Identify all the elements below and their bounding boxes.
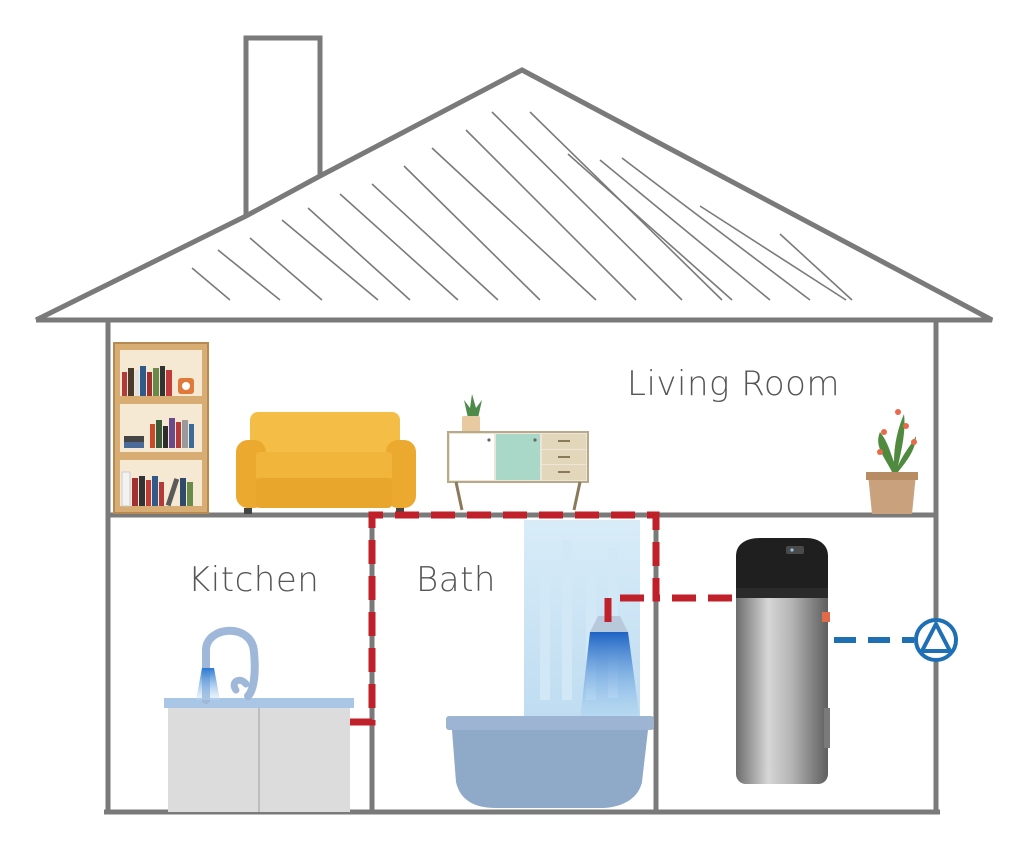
hot-water-pipe xyxy=(350,511,736,726)
flower-pot-icon xyxy=(866,409,918,514)
heat-pump-water-heater xyxy=(736,538,830,784)
kitchen-label: Kitchen xyxy=(188,560,320,600)
roof-hatching xyxy=(191,111,853,301)
bathtub xyxy=(446,716,654,808)
sideboard xyxy=(447,394,589,511)
shower-head-icon xyxy=(590,616,628,632)
roof xyxy=(34,35,994,323)
kitchen-counter xyxy=(164,626,354,812)
small-plant-icon xyxy=(462,394,482,432)
living-room-label: Living Room xyxy=(627,364,841,404)
kitchen-faucet-icon xyxy=(202,626,259,704)
shower xyxy=(524,520,640,720)
bookshelf xyxy=(113,342,209,514)
bath-label: Bath xyxy=(416,560,496,600)
roof-outline xyxy=(34,67,994,323)
chimney xyxy=(243,35,323,216)
sofa xyxy=(236,412,416,514)
circle-up-triangle-icon xyxy=(914,618,958,662)
